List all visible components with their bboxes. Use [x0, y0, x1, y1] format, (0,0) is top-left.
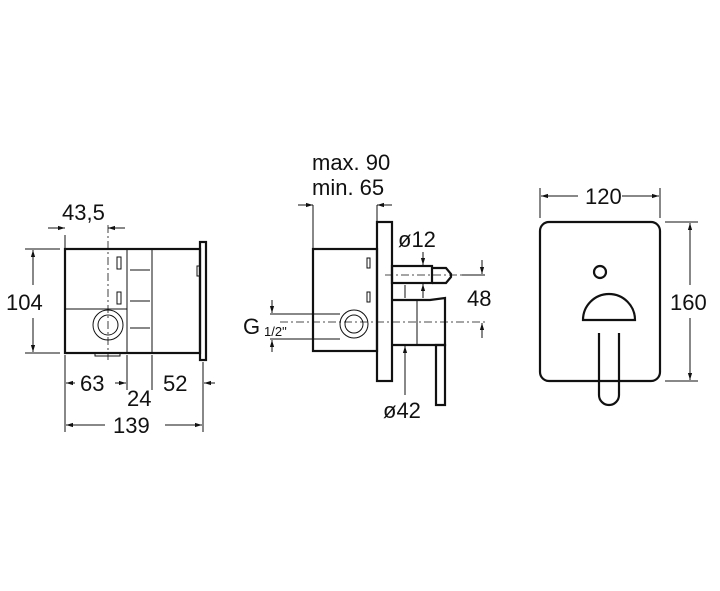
dim-thread: G	[243, 314, 260, 339]
lever	[434, 343, 447, 407]
dim-43-5: 43,5	[62, 200, 105, 225]
dim-24: 24	[127, 386, 151, 411]
dim-thread-fraction: 1/2"	[264, 324, 287, 339]
dim-dia-42: ø42	[383, 398, 421, 423]
dim-max-90: max. 90	[312, 150, 390, 175]
diverter-hole	[592, 264, 608, 280]
dim-63: 63	[80, 371, 104, 396]
stem-knob	[432, 266, 453, 285]
stem	[390, 264, 434, 285]
dim-48: 48	[467, 286, 491, 311]
dim-104: 104	[6, 290, 43, 315]
section-view: max. 90 min. 65 48 ø12 ø42 G 1/2"	[243, 150, 491, 423]
box-flange	[198, 240, 208, 362]
dim-160: 160	[670, 290, 707, 315]
flange-plate	[375, 220, 394, 383]
handle-body	[392, 296, 447, 347]
dim-120: 120	[585, 184, 622, 209]
mixer-handle	[581, 292, 637, 407]
dim-139: 139	[113, 413, 150, 438]
dim-dia-12: ø12	[398, 227, 436, 252]
box-side-view: 43,5 104 63 24 52 139	[6, 200, 215, 438]
dim-52: 52	[163, 371, 187, 396]
front-view: 120 160	[538, 184, 707, 407]
dim-min-65: min. 65	[312, 175, 384, 200]
